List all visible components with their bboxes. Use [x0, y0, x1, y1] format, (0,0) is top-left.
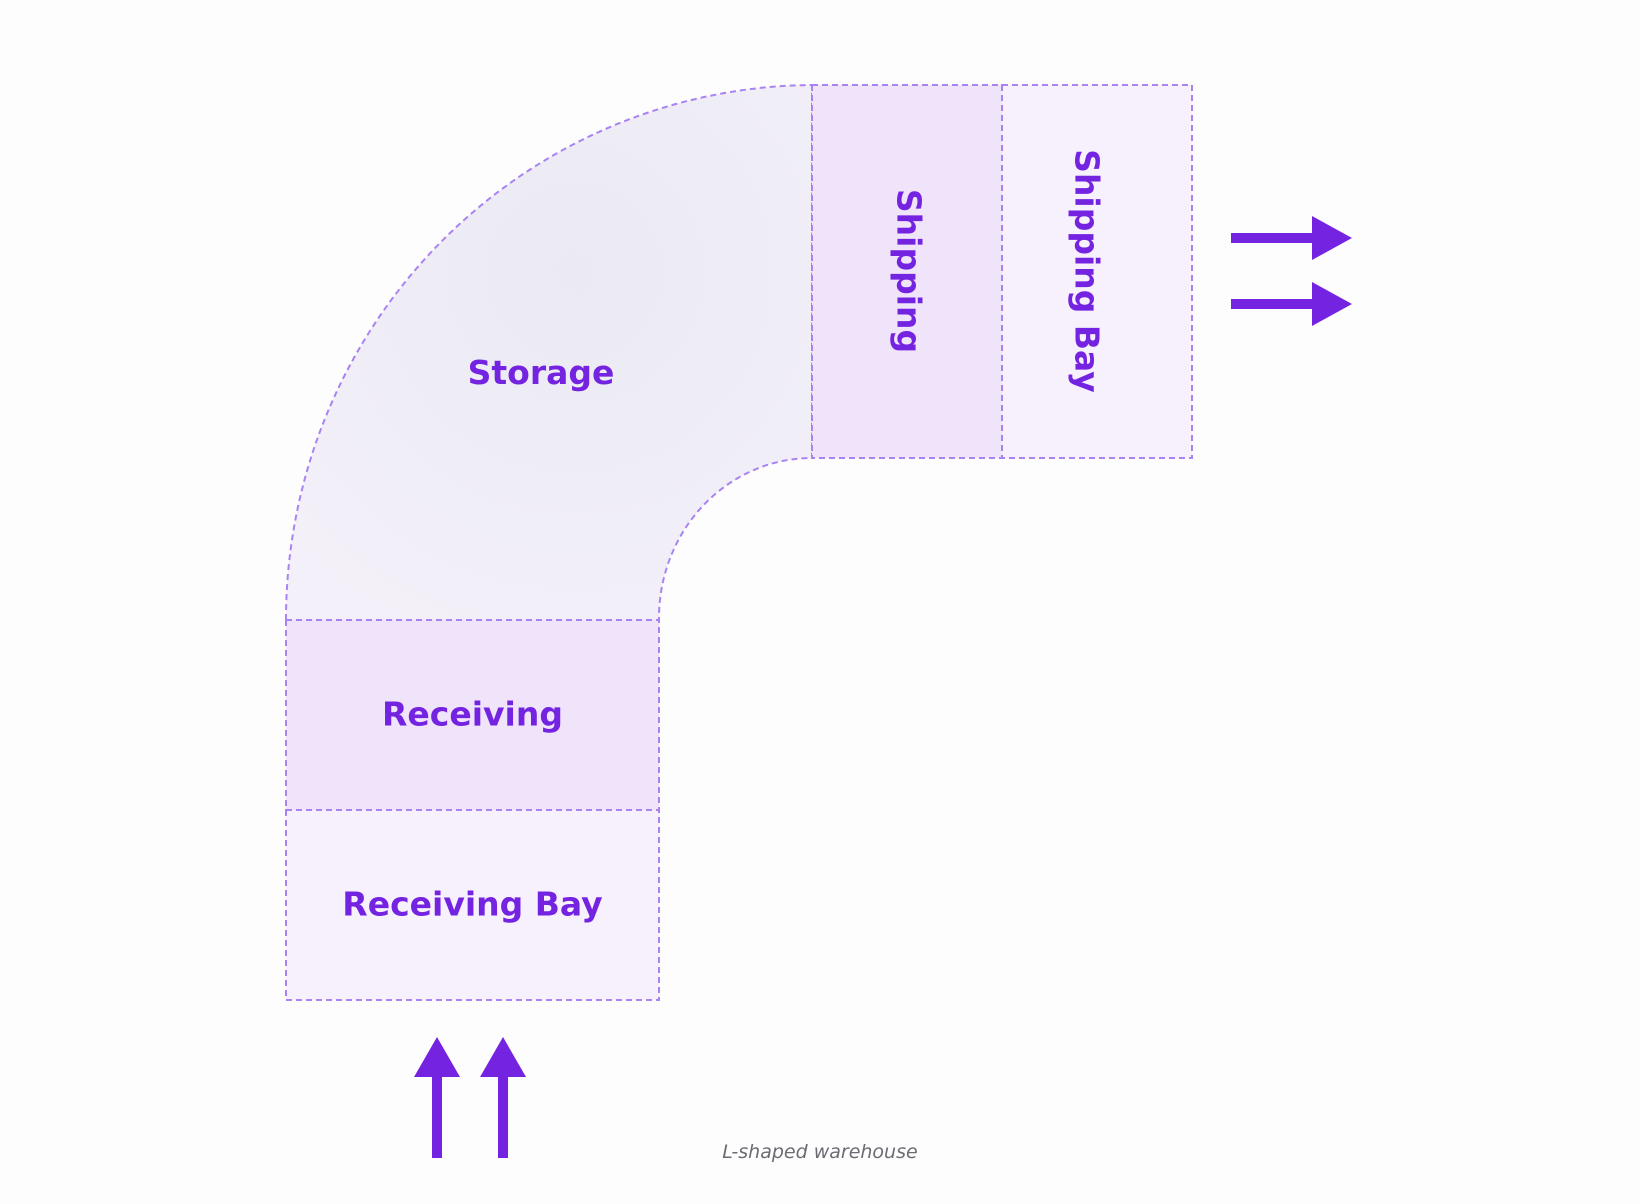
shipping-bay-zone: Shipping Bay: [1001, 84, 1193, 459]
receiving-zone: Receiving: [285, 619, 660, 811]
shipping-bay-label: Shipping Bay: [1068, 149, 1107, 393]
receiving-bay-label: Receiving Bay: [342, 885, 602, 924]
inbound-arrow-2: [480, 1037, 526, 1158]
outbound-arrow-1: [1231, 216, 1352, 260]
outbound-arrow-2-shape: [1231, 282, 1352, 326]
shipping-zone: Shipping: [811, 84, 1003, 459]
outbound-arrow-2: [1231, 282, 1352, 326]
outbound-arrow-1-shape: [1231, 216, 1352, 260]
receiving-zone-shape: [285, 619, 660, 811]
inbound-arrow-1-shape: [414, 1037, 460, 1158]
receiving-bay-zone: Receiving Bay: [285, 809, 660, 1001]
diagram-caption: L-shaped warehouse: [722, 1141, 917, 1163]
receiving-label: Receiving: [382, 695, 563, 734]
shipping-bay-zone-shape: [1001, 84, 1193, 459]
storage-zone-shape: [284, 83, 813, 621]
shipping-zone-shape: [811, 84, 1003, 459]
storage-zone: Storage: [284, 83, 813, 621]
inbound-arrow-2-shape: [480, 1037, 526, 1158]
shipping-label: Shipping: [890, 189, 929, 353]
receiving-bay-zone-shape: [285, 809, 660, 1001]
inbound-arrow-1: [414, 1037, 460, 1158]
storage-label: Storage: [468, 353, 615, 392]
